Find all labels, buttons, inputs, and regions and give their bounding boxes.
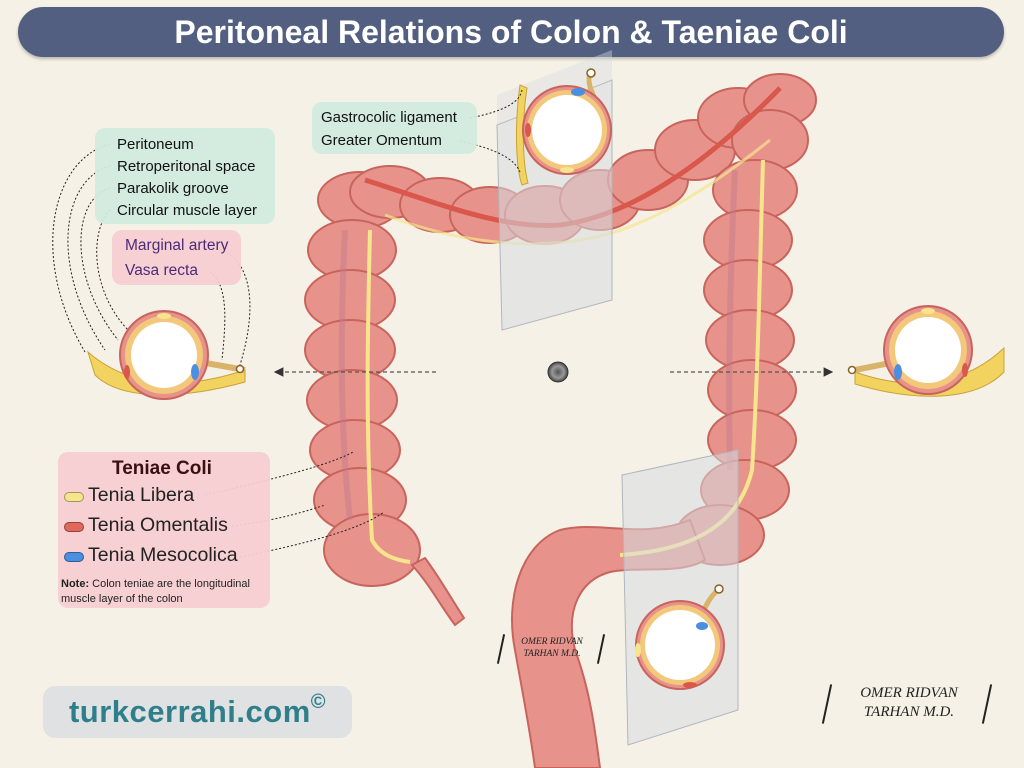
- appendix: [410, 556, 466, 627]
- teniae-coli-box: [58, 452, 270, 608]
- tenia-libera-swatch-icon: [64, 492, 84, 502]
- signature-large-line2: TARHAN M.D.: [863, 704, 955, 720]
- sigmoid-section-plane: [621, 449, 739, 746]
- sigmoid-rectum: [511, 518, 707, 768]
- teniae-note: Note: Colon teniae are the longitudinal …: [61, 577, 261, 607]
- omentum-labels-box: [312, 102, 477, 154]
- center-marker: [547, 361, 569, 383]
- label-tenia-omentalis: Tenia Omentalis: [88, 514, 228, 536]
- label-vasa-recta: Vasa recta: [125, 262, 198, 279]
- transverse-cross-section: [515, 68, 612, 186]
- label-marginal-artery: Marginal artery: [125, 237, 229, 254]
- sigmoid-cross-section: [635, 584, 725, 690]
- label-greater-omentum: Greater Omentum: [321, 132, 442, 149]
- tenia-mesocolica-swatch-icon: [64, 552, 84, 562]
- signature-large-line1: OMER RIDVAN: [860, 685, 958, 701]
- label-retroperitoneal-space: Retroperitonal space: [117, 158, 256, 175]
- label-gastrocolic-ligament: Gastrocolic ligament: [321, 109, 457, 126]
- signature-small-line1: OMER RIDVAN: [521, 637, 583, 647]
- page-title: Peritoneal Relations of Colon & Taeniae …: [18, 7, 1004, 57]
- teniae-coli-title: Teniae Coli: [112, 458, 212, 479]
- label-peritoneum: Peritoneum: [117, 136, 194, 153]
- label-tenia-mesocolica: Tenia Mesocolica: [88, 544, 238, 566]
- tenia-omentalis-swatch-icon: [64, 522, 84, 532]
- tenia-libera-stripe: [365, 229, 411, 564]
- signature-small: OMER RIDVAN TARHAN M.D.: [504, 636, 600, 660]
- ascending-colon: [304, 171, 421, 587]
- peritoneal-labels-box: [95, 128, 275, 224]
- copyright-mark: ©: [310, 690, 327, 713]
- label-parakolik-groove: Parakolik groove: [117, 180, 229, 197]
- label-circular-muscle-layer: Circular muscle layer: [117, 202, 258, 219]
- descending-cross-section: [847, 305, 1005, 397]
- logo-text: turkcerrahi.com: [68, 694, 311, 729]
- vessel-labels-box: [112, 230, 241, 285]
- teniae-note-text: Colon teniae are the longitudinal muscle…: [61, 578, 250, 605]
- teniae-note-bold: Note:: [61, 578, 90, 590]
- site-logo[interactable]: turkcerrahi.com©: [43, 686, 352, 738]
- signature-large: OMER RIDVAN TARHAN M.D.: [834, 684, 984, 722]
- ascending-cross-section: [87, 310, 246, 400]
- label-tenia-libera: Tenia Libera: [88, 484, 195, 506]
- signature-small-line2: TARHAN M.D.: [523, 649, 581, 659]
